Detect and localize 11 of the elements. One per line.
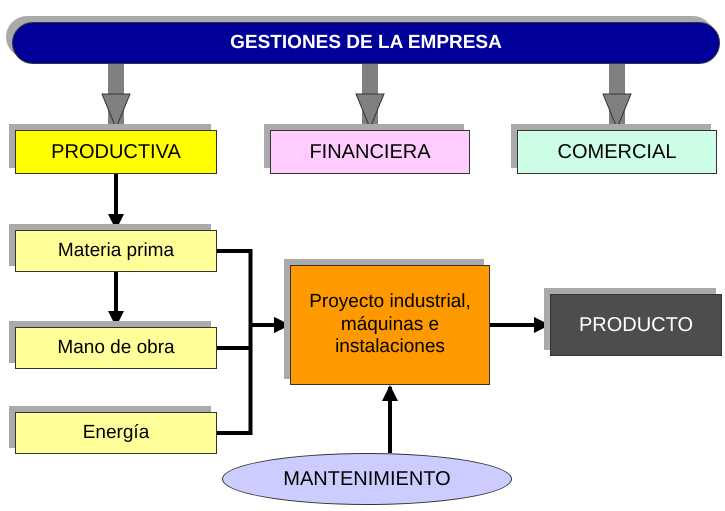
node-label: FINANCIERA xyxy=(309,140,431,164)
node-label: PRODUCTO xyxy=(578,313,694,337)
node-label: PRODUCTIVA xyxy=(51,140,181,164)
node-label: GESTIONES DE LA EMPRESA xyxy=(230,32,502,54)
node-label: Proyecto industrial, máquinas e instalaciones xyxy=(308,290,472,360)
node-label: MANTENIMIENTO xyxy=(283,467,451,491)
arrow xyxy=(382,385,398,453)
node-label: Materia prima xyxy=(58,240,174,262)
node-label: COMERCIAL xyxy=(558,140,676,164)
node-label: Energía xyxy=(82,422,150,444)
node-label: Mano de obra xyxy=(57,336,175,360)
